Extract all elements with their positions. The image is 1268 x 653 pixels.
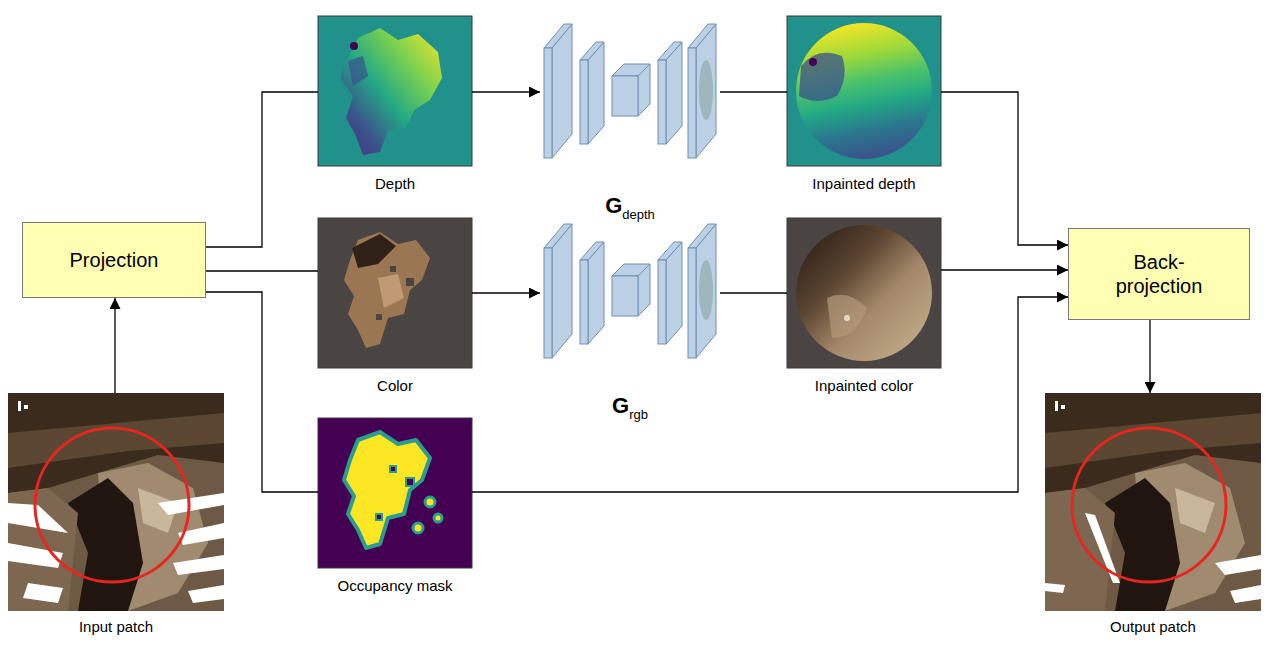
- network-symbol: [544, 24, 716, 158]
- output-patch-image: Output patch: [1045, 393, 1261, 611]
- image-caption: Input patch: [79, 618, 153, 635]
- network-subscript: rgb: [629, 407, 648, 422]
- caption: Depth: [375, 175, 415, 193]
- connector: [941, 269, 1068, 270]
- connector: [720, 292, 787, 293]
- inpainted-color-map: [787, 218, 941, 368]
- caption: Occupancy mask: [335, 577, 455, 595]
- occupancy-mask-image: Occupancy mask: [318, 418, 472, 568]
- rgb-network: Grgb: [540, 218, 720, 363]
- occupancy-mask-map: [318, 418, 472, 568]
- depth-network: Gdepth: [540, 18, 720, 163]
- output-patch-picture: [1045, 393, 1261, 611]
- connector: [941, 92, 1068, 245]
- connector: [720, 91, 787, 92]
- image-caption: Output patch: [1110, 618, 1196, 635]
- connector: [472, 292, 540, 293]
- depth-map: [318, 16, 472, 166]
- caption: Gdepth: [605, 193, 655, 223]
- image-caption: Inpainted depth: [812, 175, 915, 192]
- network-symbol: [544, 224, 716, 358]
- image-caption: Occupancy mask: [337, 577, 452, 594]
- connector: [472, 91, 540, 92]
- connector: [206, 292, 318, 492]
- patch-picture: [8, 393, 224, 611]
- process-box: Back-projection: [1068, 228, 1250, 320]
- caption: Color: [377, 377, 413, 395]
- connector: [206, 270, 318, 271]
- color-image: Color: [318, 218, 472, 368]
- caption: Output patch: [1110, 618, 1196, 636]
- network-name: G: [605, 193, 622, 218]
- box-label: Back-projection: [1104, 250, 1214, 298]
- image-caption: Inpainted color: [815, 377, 913, 394]
- inpainted-depth-map: [787, 16, 941, 166]
- connector: [114, 298, 115, 393]
- process-box: Projection: [22, 222, 206, 298]
- image-caption: Color: [377, 377, 413, 394]
- color-map: [318, 218, 472, 368]
- network-name: G: [612, 393, 629, 418]
- image-caption: Depth: [375, 175, 415, 192]
- caption: Inpainted depth: [812, 175, 915, 193]
- input-patch-image: Input patch: [8, 393, 224, 611]
- input-patch-picture: [8, 393, 224, 611]
- inpainted-depth-image: Inpainted depth: [787, 16, 941, 166]
- depth-image: Depth: [318, 16, 472, 166]
- connector: [1149, 320, 1150, 393]
- caption: Grgb: [612, 393, 648, 423]
- box-label: Projection: [70, 248, 159, 272]
- caption: Input patch: [79, 618, 153, 636]
- inpainted-color-image: Inpainted color: [787, 218, 941, 368]
- connector-group: [115, 92, 1150, 492]
- network-subscript: depth: [622, 207, 655, 222]
- connector: [472, 297, 1068, 492]
- caption: Inpainted color: [815, 377, 913, 395]
- patch-picture: [1045, 393, 1261, 611]
- connector: [206, 92, 318, 247]
